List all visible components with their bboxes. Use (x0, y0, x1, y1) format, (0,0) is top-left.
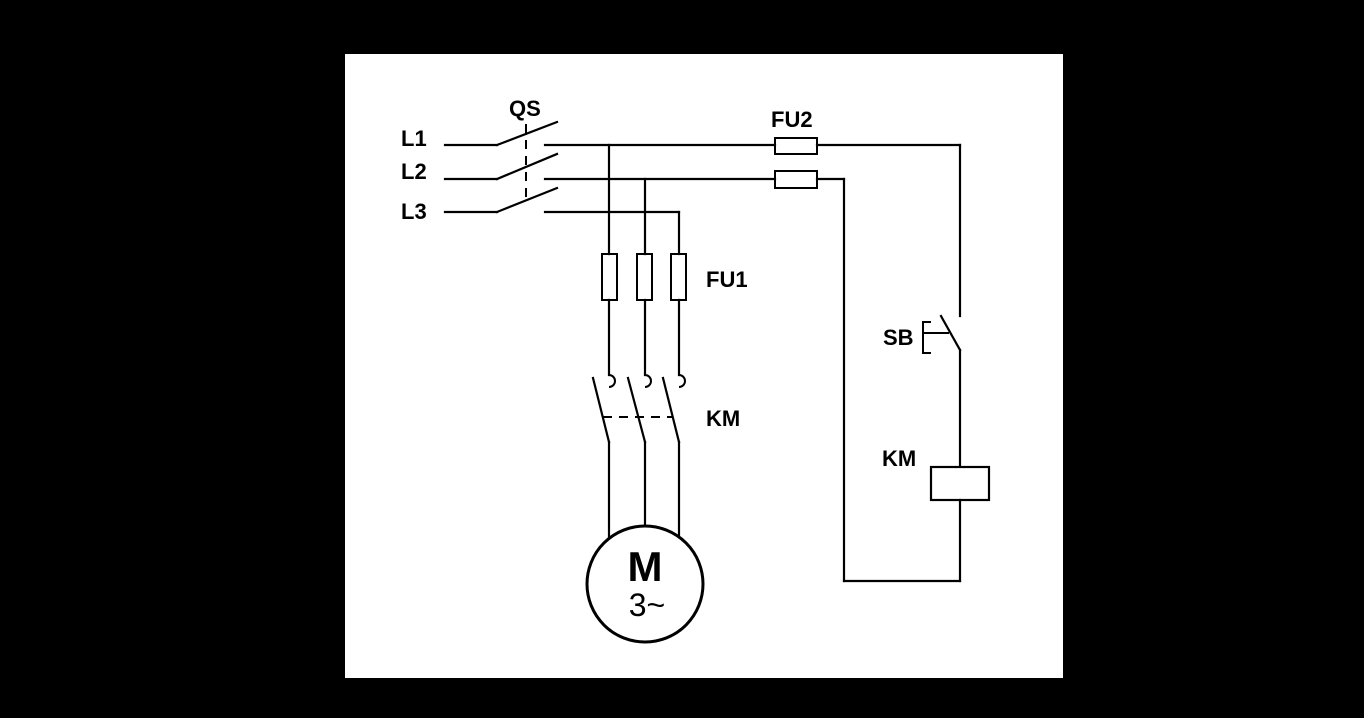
fu2-fuse-2 (774, 170, 818, 189)
label-sb: SB (883, 325, 914, 350)
schematic-canvas: M 3~ L1 L2 L3 QS FU2 FU1 KM SB KM (345, 54, 1063, 678)
label-fu2: FU2 (771, 107, 813, 132)
qs-switch (495, 120, 559, 214)
km-blade-1 (591, 376, 611, 444)
qs-blade-3 (495, 186, 559, 214)
control-circuit (842, 143, 991, 583)
motor-symbol: M (628, 543, 663, 590)
supply-lines (443, 143, 499, 214)
label-fu1: FU1 (706, 267, 748, 292)
labels: L1 L2 L3 QS FU2 FU1 KM SB KM (401, 96, 916, 471)
circuit-diagram: M 3~ L1 L2 L3 QS FU2 FU1 KM SB KM (401, 96, 991, 644)
km-main-contacts (591, 374, 686, 444)
motor-circle (585, 524, 705, 644)
fu2-fuses (774, 137, 818, 189)
motor-phase-label: 3~ (629, 587, 665, 623)
qs-blade-1 (495, 120, 559, 147)
qs-blade-2 (495, 152, 559, 181)
fu1-fuse-2 (636, 253, 653, 301)
fu1-fuse-3 (670, 253, 687, 301)
fu2-fuse-1 (774, 137, 818, 155)
km-arc-1 (608, 374, 616, 388)
km-coil (929, 465, 991, 502)
sb-button-head (922, 321, 931, 354)
fu1-fuse-1 (601, 253, 618, 301)
km-arc-3 (678, 374, 686, 388)
label-l3: L3 (401, 199, 427, 224)
fu1-fuses (601, 253, 687, 301)
motor-feed-wires (607, 440, 681, 539)
km-blade-3 (661, 376, 681, 444)
motor: M 3~ (585, 524, 705, 644)
label-l1: L1 (401, 126, 427, 151)
label-l2: L2 (401, 159, 427, 184)
label-qs: QS (509, 96, 541, 121)
fu1-to-km-wires (607, 298, 681, 377)
label-km-contacts: KM (706, 406, 740, 431)
phase-verticals (607, 143, 681, 256)
label-km-coil: KM (882, 446, 916, 471)
km-blade-2 (626, 376, 647, 444)
sb-contact (939, 314, 962, 352)
bus-lines (543, 143, 962, 214)
km-arc-2 (644, 374, 652, 388)
